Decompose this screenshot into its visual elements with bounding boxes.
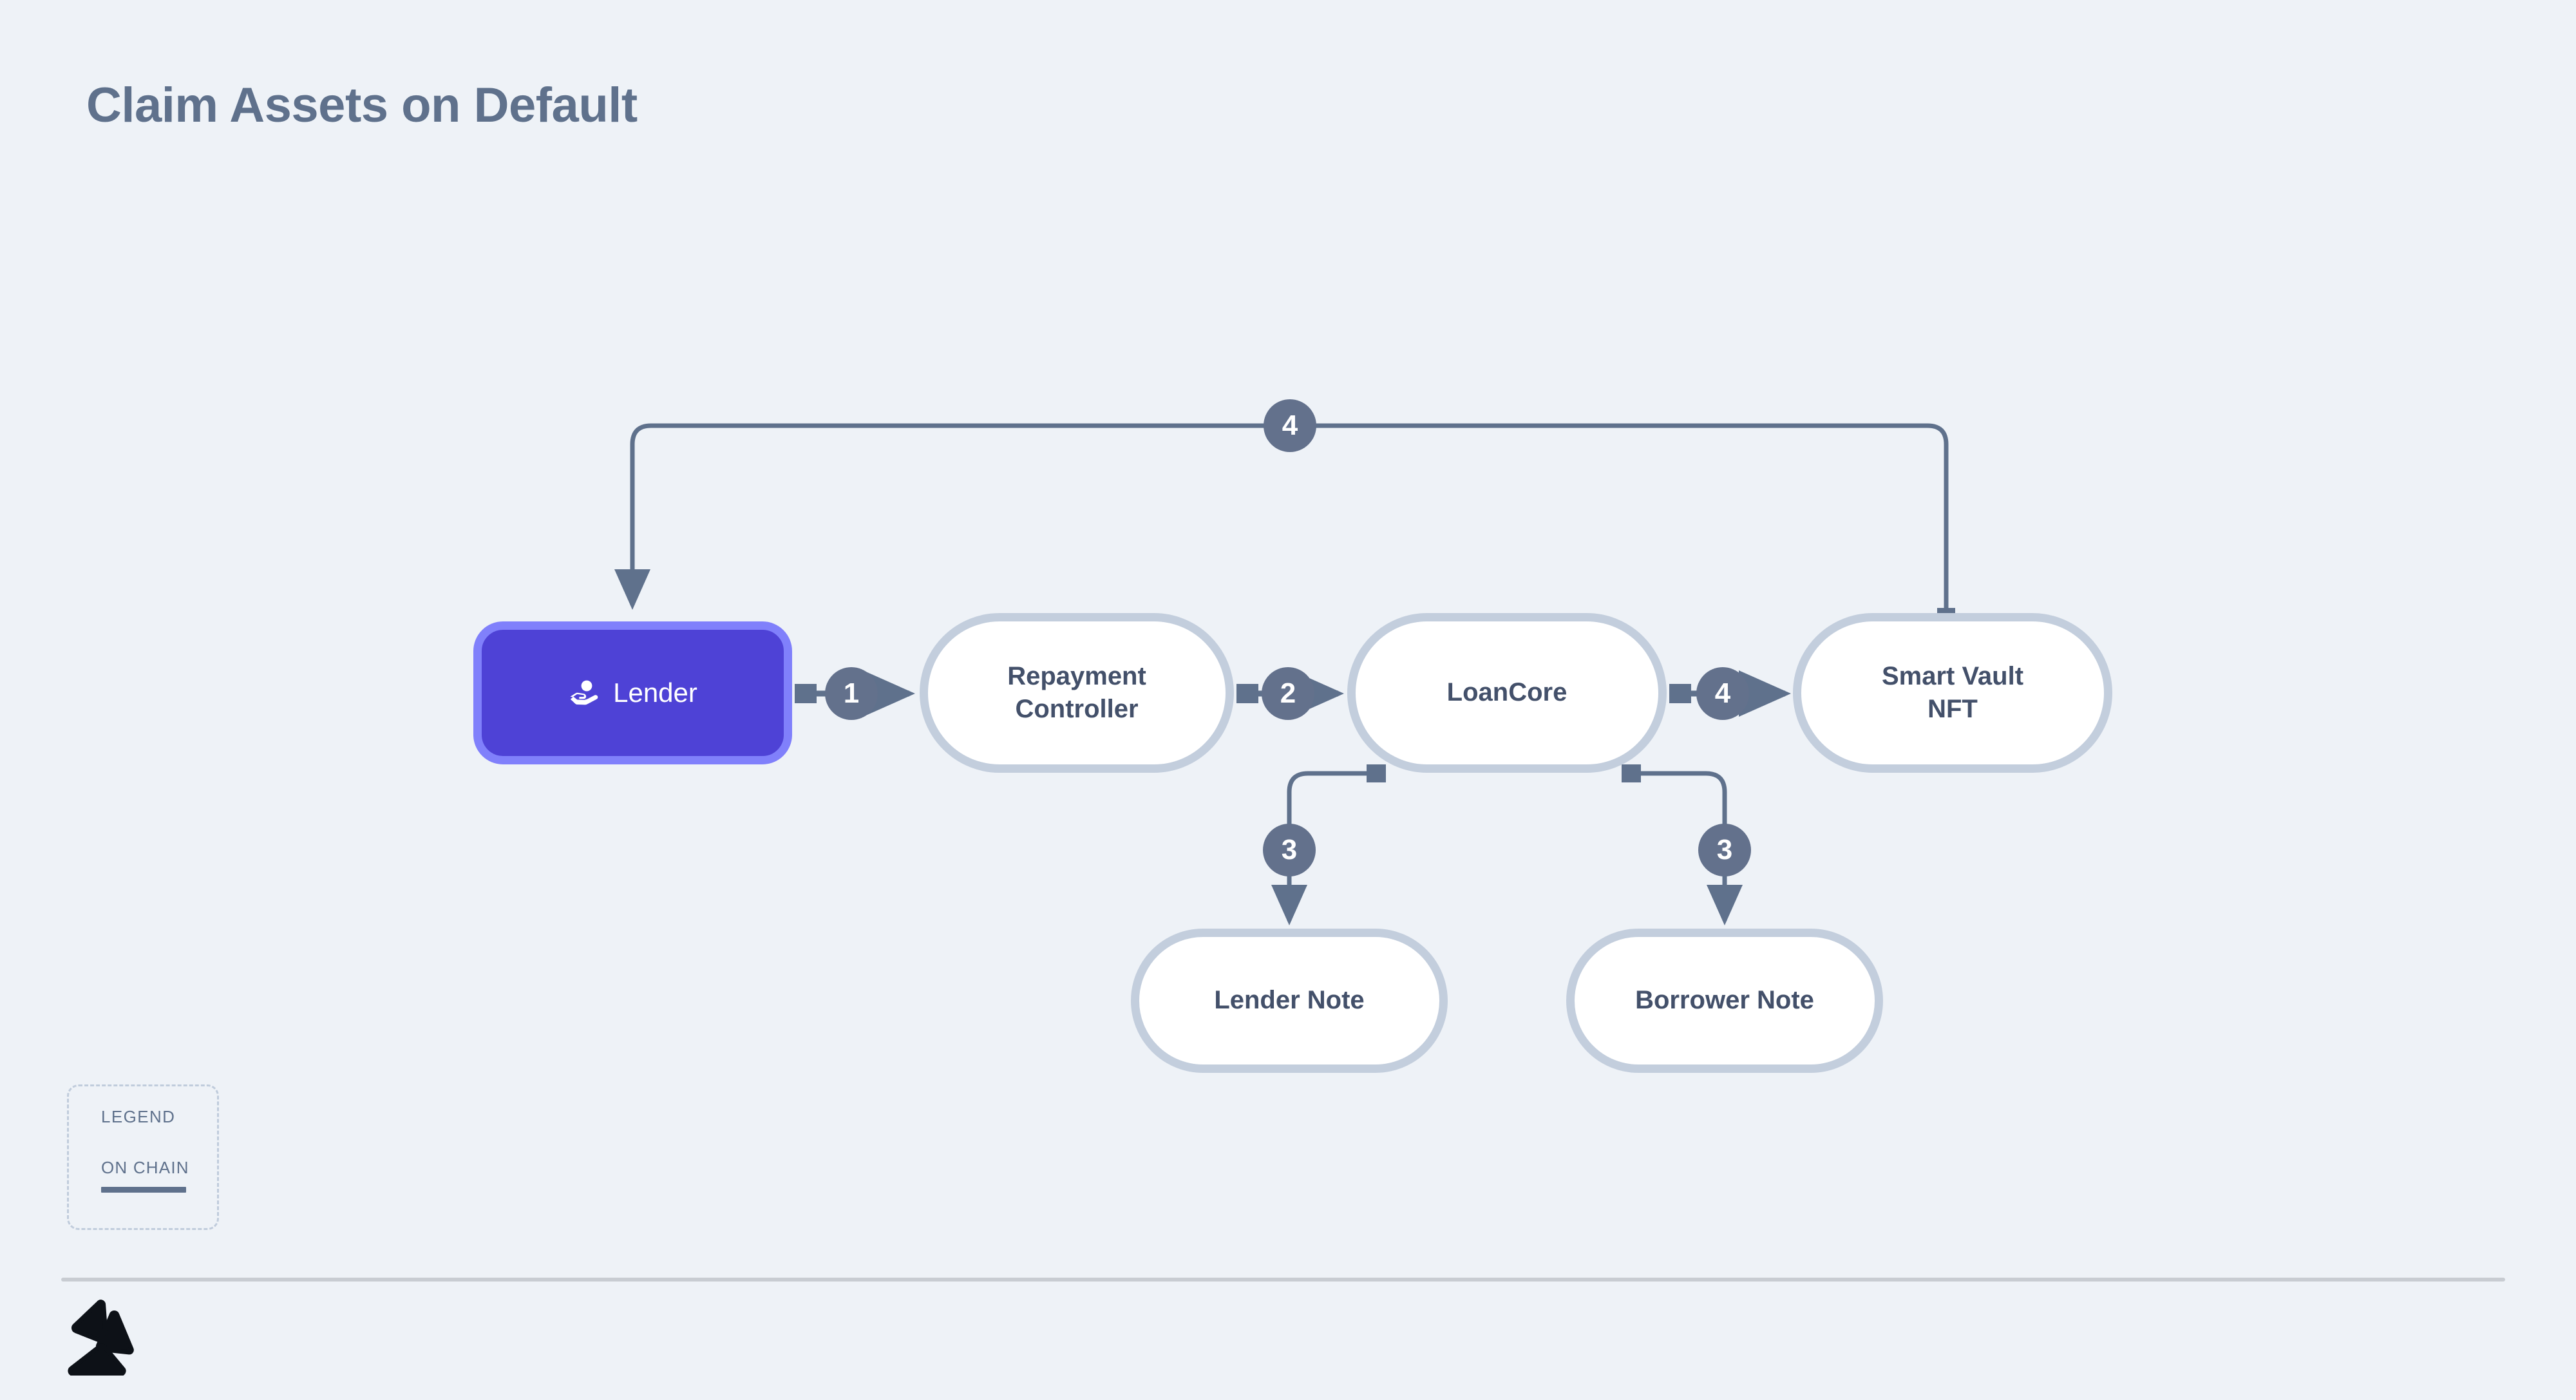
node-label: Smart Vault NFT — [1881, 661, 2024, 723]
edge-smartvaultnft-to-lender — [614, 423, 1955, 626]
step-badge-2: 2 — [1262, 667, 1314, 720]
step-badge-4: 4 — [1696, 667, 1749, 720]
footer-divider — [61, 1278, 2505, 1282]
node-label: Lender Note — [1214, 986, 1365, 1015]
hand-holding-user-icon — [568, 677, 599, 708]
page-title: Claim Assets on Default — [86, 78, 638, 133]
node-smart-vault-nft[interactable]: Smart Vault NFT — [1793, 613, 2112, 773]
node-loancore[interactable]: LoanCore — [1347, 613, 1667, 773]
node-label: LoanCore — [1446, 678, 1567, 707]
step-badge-3-borrower-note: 3 — [1698, 824, 1751, 876]
step-badge-1: 1 — [825, 667, 878, 720]
node-label: Borrower Note — [1635, 986, 1814, 1015]
node-borrower-note[interactable]: Borrower Note — [1566, 929, 1883, 1073]
legend-on-chain-swatch — [101, 1187, 186, 1193]
legend: LEGEND ON CHAIN — [67, 1084, 219, 1230]
arcade-triskelion-logo — [61, 1300, 145, 1376]
legend-item-on-chain-label: ON CHAIN — [101, 1158, 189, 1177]
step-badge-3-lender-note: 3 — [1263, 824, 1316, 876]
node-label: Repayment Controller — [1007, 661, 1146, 723]
step-badge-4-return: 4 — [1264, 399, 1316, 452]
legend-title: LEGEND — [101, 1107, 176, 1126]
node-lender[interactable]: Lender — [473, 621, 792, 764]
node-repayment-controller[interactable]: Repayment Controller — [920, 613, 1234, 773]
node-label: Lender — [613, 677, 697, 708]
node-lender-note[interactable]: Lender Note — [1131, 929, 1448, 1073]
